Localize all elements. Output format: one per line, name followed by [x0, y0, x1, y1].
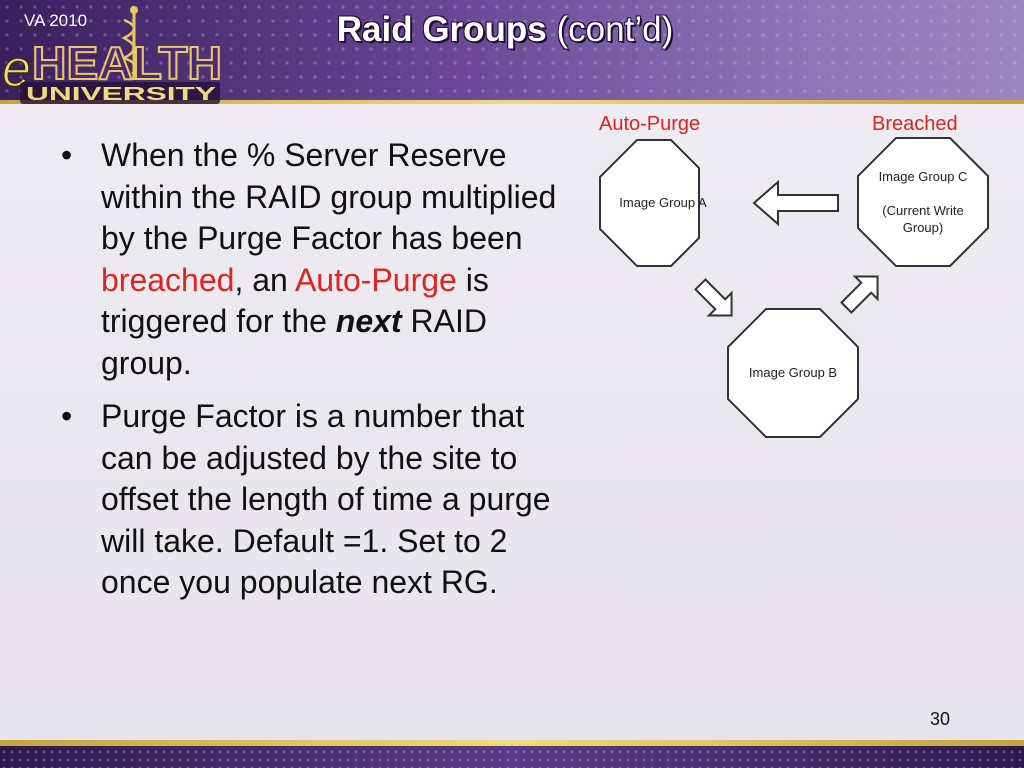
bullet-marker: • [61, 398, 73, 434]
next-emphasis: next [335, 303, 402, 339]
title-bold: Raid Groups [336, 10, 547, 49]
bullet-text: Purge Factor is a number that can be adj… [101, 398, 551, 600]
breached-highlight: breached [101, 261, 235, 298]
raid-group-diagram: Auto-Purge Breached Image Group A Image … [590, 108, 1000, 448]
logo-year: VA 2010 [24, 11, 87, 30]
image-group-c-label: Image Group C [879, 169, 968, 184]
slide-title: Raid Groups (cont’d) [250, 10, 760, 50]
logo-word-health: HEALTH [32, 37, 222, 89]
image-group-b-label: Image Group B [749, 365, 837, 380]
up-right-arrow-icon [840, 275, 879, 314]
image-group-c-sublabel: Group) [903, 220, 943, 235]
breached-label: Breached [872, 113, 958, 135]
title-rest: (cont’d) [556, 10, 674, 49]
caduceus-icon [120, 6, 138, 80]
left-arrow-icon [752, 179, 839, 227]
footer-pattern [0, 748, 1024, 768]
bullet-text: When the % Server Reserve within the RAI… [101, 137, 557, 256]
bullet-item: • Purge Factor is a number that can be a… [56, 396, 576, 604]
page-number: 30 [930, 709, 951, 729]
image-group-c-node [857, 137, 989, 267]
bullet-text: , an [234, 261, 295, 298]
bullet-item: • When the % Server Reserve within the R… [56, 135, 576, 384]
header-gold-stripe [0, 100, 1024, 104]
bullet-text: RAID group. [101, 303, 487, 381]
image-group-a-node [599, 139, 700, 267]
image-group-a-label: Image Group A [619, 195, 707, 210]
bullet-marker: • [61, 137, 73, 173]
image-group-b-node [727, 308, 859, 438]
logo-university: UNIVERSITY [26, 84, 216, 104]
bullet-list: • When the % Server Reserve within the R… [56, 135, 576, 616]
ehealth-university-logo: VA 2010 e HEALTH UNIVERSITY [1, 6, 223, 104]
bullet-text: is triggered for the [101, 261, 489, 340]
diagram-graphic: Image Group A Image Group C (Current Wri… [599, 137, 989, 438]
image-group-c-sublabel: (Current Write [882, 203, 963, 218]
down-right-arrow-icon [694, 278, 733, 317]
footer-gold-stripe [0, 740, 1024, 746]
auto-purge-label: Auto-Purge [599, 113, 701, 135]
auto-purge-highlight: Auto-Purge [294, 261, 457, 298]
